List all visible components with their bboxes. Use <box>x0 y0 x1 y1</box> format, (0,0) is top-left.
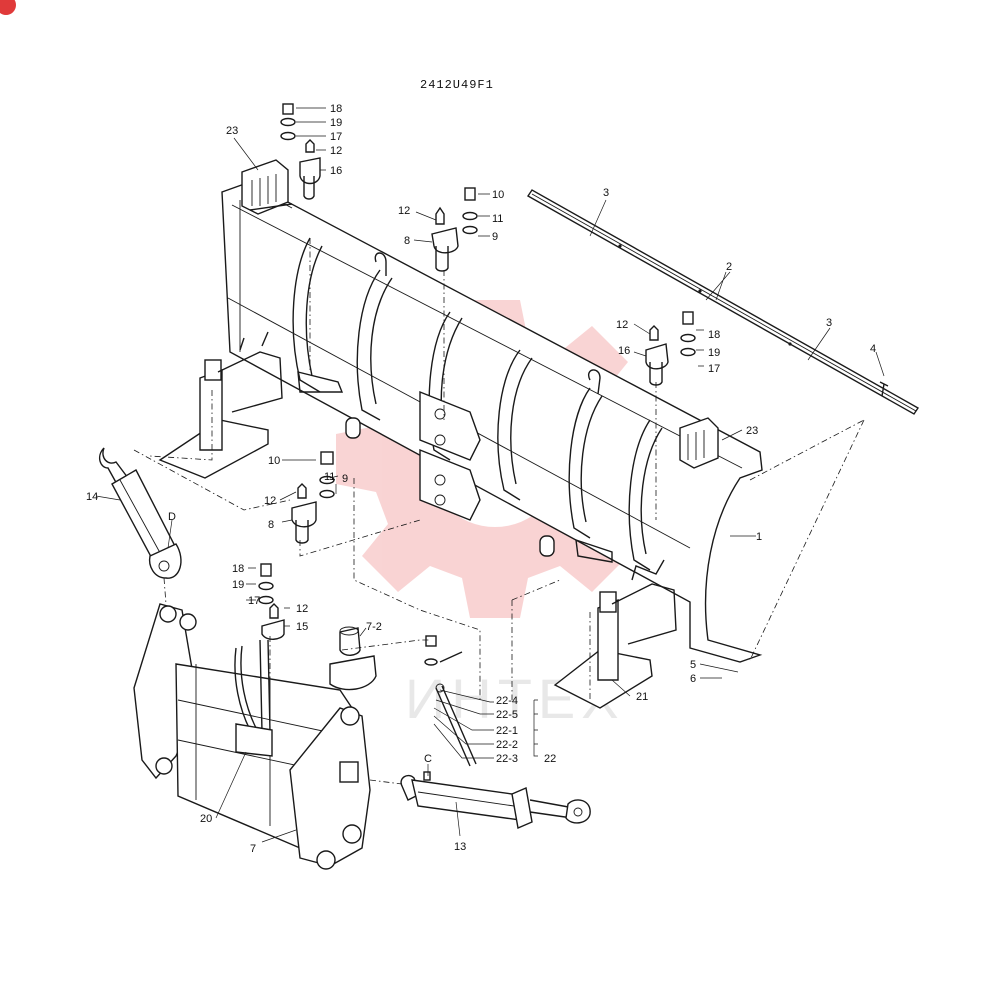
corner-marker-left <box>241 159 293 215</box>
pin-stack-mid-right <box>645 311 696 386</box>
pin-stack-top-left <box>280 103 321 200</box>
part-label: 15 <box>296 621 308 633</box>
part-label: 17 <box>248 595 260 607</box>
leader-lines <box>95 107 885 843</box>
part-label: 8 <box>404 235 410 247</box>
part-label: 7 <box>250 843 256 855</box>
part-label: D <box>168 511 176 523</box>
part-label: 22-2 <box>496 739 518 751</box>
part-label: 9 <box>492 231 498 243</box>
part-label: 4 <box>870 343 876 355</box>
part-label: 19 <box>330 117 342 129</box>
part-label: 2 <box>726 261 732 273</box>
push-frame-7 <box>133 603 377 870</box>
part-label: 21 <box>636 691 648 703</box>
part-label: 12 <box>296 603 308 615</box>
corner-marker-right <box>679 417 719 469</box>
part-label: 18 <box>232 563 244 575</box>
part-label: 19 <box>708 347 720 359</box>
part-label: 12 <box>264 495 276 507</box>
part-labels: 123345677-288991010111112121212121314151… <box>86 103 876 855</box>
diagram-id: 2412U49F1 <box>420 78 494 92</box>
part-label: 8 <box>268 519 274 531</box>
pin-stack-lower <box>258 563 285 640</box>
part-label: 18 <box>330 103 342 115</box>
part-label: 20 <box>200 813 212 825</box>
part-label: 22 <box>544 753 556 765</box>
part-label: 16 <box>330 165 342 177</box>
blade-assembly <box>158 181 763 709</box>
part-label: 9 <box>342 473 348 485</box>
part-label: 22-5 <box>496 709 518 721</box>
cutting-edge <box>526 189 920 415</box>
part-label: 22-3 <box>496 753 518 765</box>
pin-stack-top-center <box>431 187 478 272</box>
part-label: 3 <box>826 317 832 329</box>
pin-stack-mid-left <box>291 451 335 544</box>
part-label: 11 <box>492 213 503 225</box>
part-label: 5 <box>690 659 696 671</box>
center-lines <box>133 238 865 785</box>
part-label: 17 <box>708 363 720 375</box>
part-label: C <box>424 753 432 765</box>
part-label: 6 <box>690 673 696 685</box>
part-label: 7-2 <box>366 621 382 633</box>
part-label: 22-1 <box>496 725 518 737</box>
part-label: 11 <box>324 471 335 483</box>
part-label: 10 <box>492 189 504 201</box>
part-label: 13 <box>454 841 466 853</box>
part-label: 19 <box>232 579 244 591</box>
hydraulic-cylinder-13 <box>400 771 591 829</box>
part-label: 23 <box>226 125 238 137</box>
part-label: 3 <box>603 187 609 199</box>
part-label: 17 <box>330 131 342 143</box>
part-label: 22-4 <box>496 695 518 707</box>
corner-badge <box>0 0 16 15</box>
part-label: 16 <box>618 345 630 357</box>
part-label: 12 <box>330 145 342 157</box>
bolt-4 <box>879 381 889 397</box>
part-label: 12 <box>398 205 410 217</box>
part-label: 23 <box>746 425 758 437</box>
part-label: 1 <box>756 531 762 543</box>
part-label: 14 <box>86 491 98 503</box>
part-label: 18 <box>708 329 720 341</box>
pin-group-22 <box>424 635 477 767</box>
hydraulic-cylinder-14 <box>98 447 182 579</box>
part-label: 10 <box>268 455 280 467</box>
part-label: 12 <box>616 319 628 331</box>
